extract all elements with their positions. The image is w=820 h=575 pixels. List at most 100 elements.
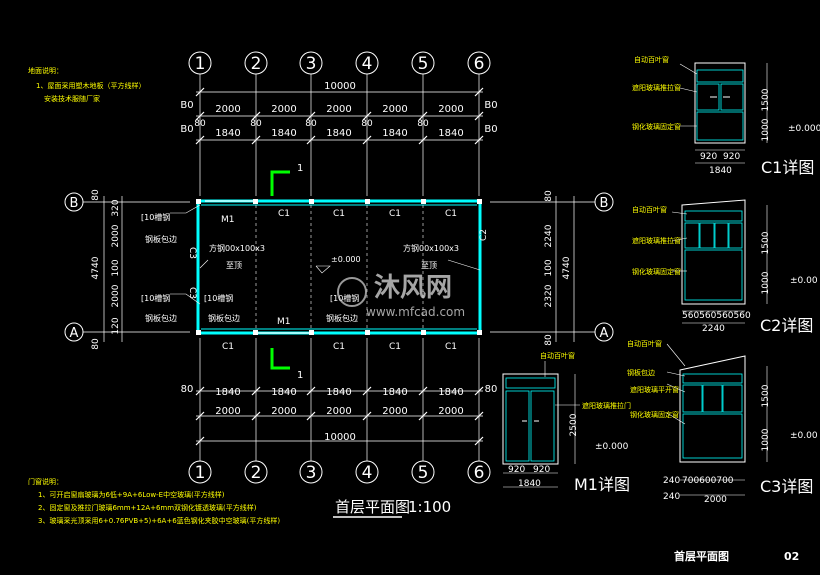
plan-label-c1-bottom-2: C1 [333, 342, 345, 352]
plan-scale: 1:100 [408, 498, 451, 516]
c2-label-mid: 遮阳玻璃推拉窗 [632, 236, 681, 245]
grid-label-bottom-2: 2 [251, 463, 262, 483]
plan-steel-plate-3: 钢板包边 [208, 313, 240, 323]
m1-width-1: 920 [508, 465, 525, 475]
dim-bottom-inner-3: 1840 [326, 387, 351, 398]
section-mark-bottom: 1 [297, 370, 303, 381]
c1-width-total: 1840 [709, 166, 732, 176]
notes-top-title: 地面说明： [28, 66, 63, 75]
plan-label-c1-top-1: C1 [278, 209, 290, 219]
plan-title: 首层平面图 [335, 498, 410, 516]
c3-widths: 700600700 [682, 476, 734, 486]
dim-bottom-wall-left: 80 [181, 384, 194, 395]
dim-right-2240: 2240 [544, 224, 554, 247]
c3-detail-title: C3详图 [760, 477, 813, 496]
dim-bottom-bay-2: 2000 [271, 406, 296, 417]
m1-height: 2500 [569, 413, 579, 436]
plan-label-c1-bottom-4: C1 [445, 342, 457, 352]
plan-square-tube-right: 方钢00x100x3 [403, 243, 459, 253]
dim-top-bay-3: 2000 [326, 104, 351, 115]
c3-width-total: 2000 [704, 495, 727, 505]
c3-side-240-top: 240 [663, 476, 680, 486]
section-mark-top: 1 [297, 163, 303, 174]
dim-top-bay-4: 2000 [382, 104, 407, 115]
grid-label-top-4: 4 [362, 54, 373, 74]
notes-bottom-line1: 1、可开启窗扇玻璃为6低+9A+6Low-E中空玻璃(平方线样) [38, 490, 225, 499]
dim-bottom-inner-5: 1840 [438, 387, 463, 398]
m1-detail-title: M1详图 [574, 475, 630, 494]
plan-to-top-right: 至顶 [421, 261, 437, 270]
c2-height-1000: 1000 [761, 271, 771, 294]
m1-label-mid: 遮阳玻璃推拉门 [582, 401, 631, 410]
sheet-name: 首层平面图 [674, 549, 729, 563]
dim-left-wall-bottom: 80 [91, 338, 101, 350]
dim-bottom-inner-1: 1840 [215, 387, 240, 398]
dim-top-total: 10000 [324, 81, 356, 92]
plan-steel-channel-4: [10槽钢 [330, 293, 359, 303]
plan-steel-channel-1: [10槽钢 [141, 212, 170, 222]
dim-top-inner-3: 1840 [326, 128, 351, 139]
dim-bottom-bay-5: 2000 [438, 406, 463, 417]
plan-steel-plate-4: 钢板包边 [326, 313, 358, 323]
m1-detail: 自动百叶窗 遮阳玻璃推拉门 2500 ±0.000 920 920 1840 M… [502, 351, 631, 494]
c2-detail-title: C2详图 [760, 316, 813, 335]
dim-right-wall-bottom: 80 [544, 334, 554, 346]
plan-label-m1-top: M1 [221, 215, 235, 225]
dim-bottom-total: 10000 [324, 432, 356, 443]
grid-label-bottom-1: 1 [195, 463, 206, 483]
c1-detail: 自动百叶窗 遮阳玻璃推拉窗 钢化玻璃固定窗 1500 1000 ±0.000 9… [632, 55, 820, 177]
dim-top-label-b0-right: B0 [484, 100, 497, 111]
grid-label-top-1: 1 [195, 54, 206, 74]
dim-right-2320: 2320 [544, 284, 554, 307]
grid-label-bottom-4: 4 [362, 463, 373, 483]
dim-top-inner-1: 1840 [215, 128, 240, 139]
dim-left-320: 320 [111, 199, 121, 216]
dim-top-wall-4: 80 [361, 119, 373, 129]
dim-left-2000-b: 2000 [111, 284, 121, 307]
dim-right-4740: 4740 [562, 256, 572, 279]
dim-left-120: 120 [111, 317, 121, 334]
c3-height-1500: 1500 [761, 384, 771, 407]
grid-label-left-B: B [70, 196, 79, 211]
dim-top-label-b0-right-2: B0 [484, 124, 497, 135]
c1-label-mid: 遮阳玻璃推拉窗 [632, 83, 681, 92]
c3-label-a: 钢板包边 [627, 368, 655, 377]
watermark: 沐风网 www.mfcad.com [337, 273, 465, 319]
c1-detail-title: C1详图 [761, 158, 814, 177]
m1-label-top: 自动百叶窗 [540, 351, 575, 360]
dim-top-wall-2: 80 [250, 119, 262, 129]
plan-label-c1-top-2: C1 [333, 209, 345, 219]
c3-label-top: 自动百叶窗 [627, 339, 662, 348]
grid-label-left-A: A [70, 326, 79, 341]
dim-left-2000-a: 2000 [111, 224, 121, 247]
dim-bottom-bay-3: 2000 [326, 406, 351, 417]
dim-left-100: 100 [111, 259, 121, 276]
notes-top-line1: 1、屋面采用塑木地板（平方线样） [36, 81, 145, 90]
watermark-cn: 沐风网 [374, 273, 452, 303]
plan-steel-plate-2: 钢板包边 [145, 313, 177, 323]
plan-label-c1-top-3: C1 [389, 209, 401, 219]
c2-detail: 自动百叶窗 遮阳玻璃推拉窗 钢化玻璃固定窗 1500 1000 ±0.00 56… [632, 199, 818, 335]
c2-label-bot: 钢化玻璃固定窗 [632, 267, 681, 276]
m1-width-total: 1840 [518, 479, 541, 489]
grid-label-bottom-5: 5 [418, 463, 429, 483]
c2-width-total: 2240 [702, 324, 725, 334]
notes-bottom-line3: 3、玻璃采光顶采用6+0.76PVB+5)+6A+6蓝色钢化夹胶中空玻璃(平方线… [38, 516, 280, 525]
dim-left-4740: 4740 [91, 256, 101, 279]
dim-bottom-wall-right: 80 [485, 384, 498, 395]
plan-label-m1-bottom: M1 [277, 317, 291, 327]
grid-label-top-6: 6 [474, 54, 485, 74]
plan-label-c1-bottom-1: C1 [222, 342, 234, 352]
dim-top-inner-4: 1840 [382, 128, 407, 139]
plan-square-tube-left: 方钢00x100x3 [209, 243, 265, 253]
c3-label-mid: 遮阳玻璃平开窗 [630, 385, 679, 394]
dim-bottom-bay-1: 2000 [215, 406, 240, 417]
c2-elev: ±0.00 [790, 276, 818, 286]
plan-label-c1-top-4: C1 [445, 209, 457, 219]
dim-bottom-inner-2: 1840 [271, 387, 296, 398]
c1-elev: ±0.000 [788, 124, 820, 134]
grid-label-right-A: A [600, 326, 609, 341]
c1-height-1500: 1500 [761, 88, 771, 111]
plan-elev-zero: ±0.000 [331, 255, 361, 264]
